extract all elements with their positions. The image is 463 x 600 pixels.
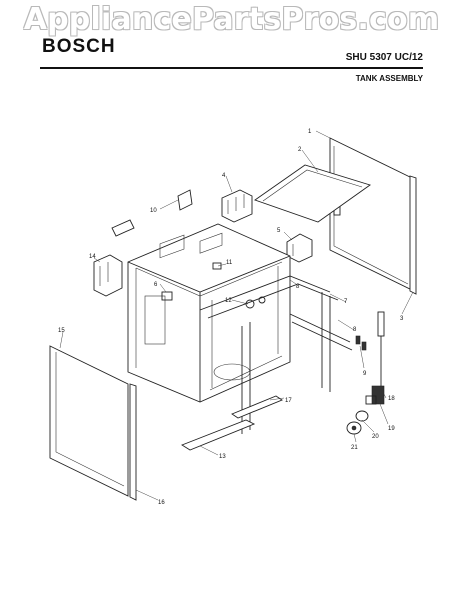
callout-10: 10: [150, 208, 157, 214]
part-valve-assembly: [346, 311, 385, 435]
callout-3: 3: [400, 316, 404, 322]
callout-20: 20: [372, 434, 379, 440]
callout-6: 6: [154, 282, 158, 288]
model-number: SHU 5307 UC/12: [345, 52, 423, 63]
site-watermark: AppliancePartsPros.com: [23, 2, 440, 37]
part-upper-clip: [221, 189, 253, 223]
callout-17: 17: [285, 398, 292, 404]
leader-lines: [59, 130, 414, 501]
callout-15: 15: [58, 328, 65, 334]
part-pins: [355, 335, 367, 351]
part-side-clip: [286, 233, 313, 263]
part-lower-strip: [231, 395, 283, 419]
part-side-panel-left: [49, 345, 129, 497]
part-side-trim-left: [129, 383, 137, 501]
part-tank-body: [127, 223, 291, 403]
callout-21: 21: [351, 445, 358, 451]
callout-18: 18: [388, 396, 395, 402]
callout-1: 1: [308, 129, 312, 135]
callout-2: 2: [298, 147, 302, 153]
callout-16: 16: [158, 500, 165, 506]
part-top-plate: [254, 164, 372, 223]
callout-12: 12: [225, 298, 232, 304]
part-left-clip: [93, 254, 123, 297]
brand-logo: BOSCH: [42, 36, 116, 57]
callout-19: 19: [388, 426, 395, 432]
callout-11: 11: [226, 260, 233, 266]
callout-5: 5: [277, 228, 281, 234]
callout-7: 7: [344, 299, 348, 305]
callout-9: 9: [363, 371, 367, 377]
part-mounting-bracket: [111, 189, 193, 237]
part-base-strip: [181, 419, 256, 451]
callout-labels: 1 2 3 4 5 6 7 8 8 9 10 11 12 13 14 15 16…: [58, 129, 404, 506]
callout-8: 8: [353, 327, 357, 333]
header-divider: [40, 67, 423, 69]
callout-8-secondary: 8: [296, 284, 300, 290]
section-title: TANK ASSEMBLY: [355, 74, 423, 83]
callout-14: 14: [89, 254, 96, 260]
callout-13: 13: [219, 454, 226, 460]
part-side-trim-right: [409, 175, 417, 295]
part-side-panel-right: [329, 137, 413, 291]
callout-4: 4: [222, 173, 226, 179]
